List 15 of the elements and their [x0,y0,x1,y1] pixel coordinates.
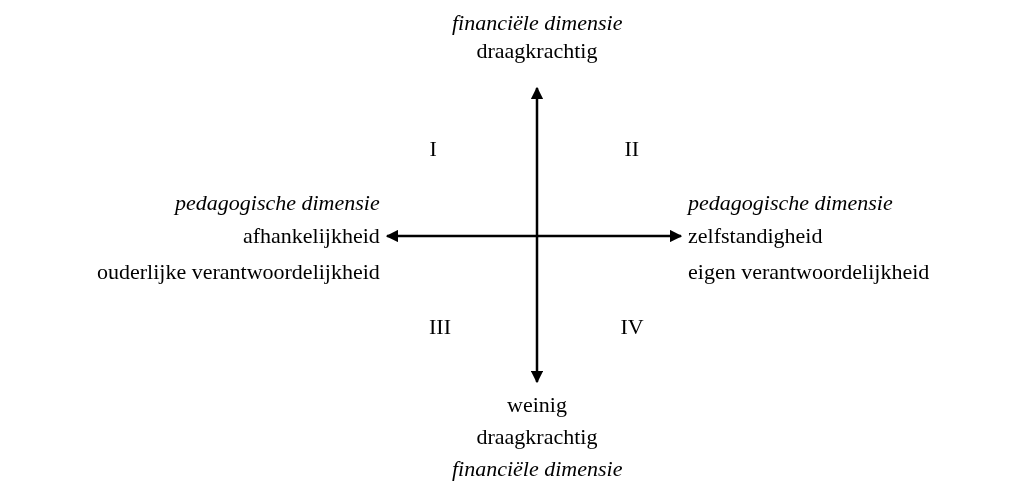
axis-title: financiële dimensie [452,10,623,36]
quadrant-number: I [429,136,437,162]
axis-title: financiële dimensie [452,456,623,482]
quadrant-number: II [624,136,640,162]
axis-end-label: weinig [507,392,567,418]
axis-end-label: zelfstandigheid [688,223,823,249]
axis-end-label: draagkrachtig [476,424,598,450]
axis-end-label: eigen verantwoordelijkheid [688,259,930,285]
axis-title: pedagogische dimensie [688,190,893,216]
axis-end-label: afhankelijkheid [243,223,380,249]
quadrant-number: IV [620,314,644,340]
axis-end-label: draagkrachtig [476,38,598,64]
quadrant-number: III [429,314,451,340]
axis-end-label: ouderlijke verantwoordelijkheid [97,259,380,285]
axis-title: pedagogische dimensie [175,190,380,216]
